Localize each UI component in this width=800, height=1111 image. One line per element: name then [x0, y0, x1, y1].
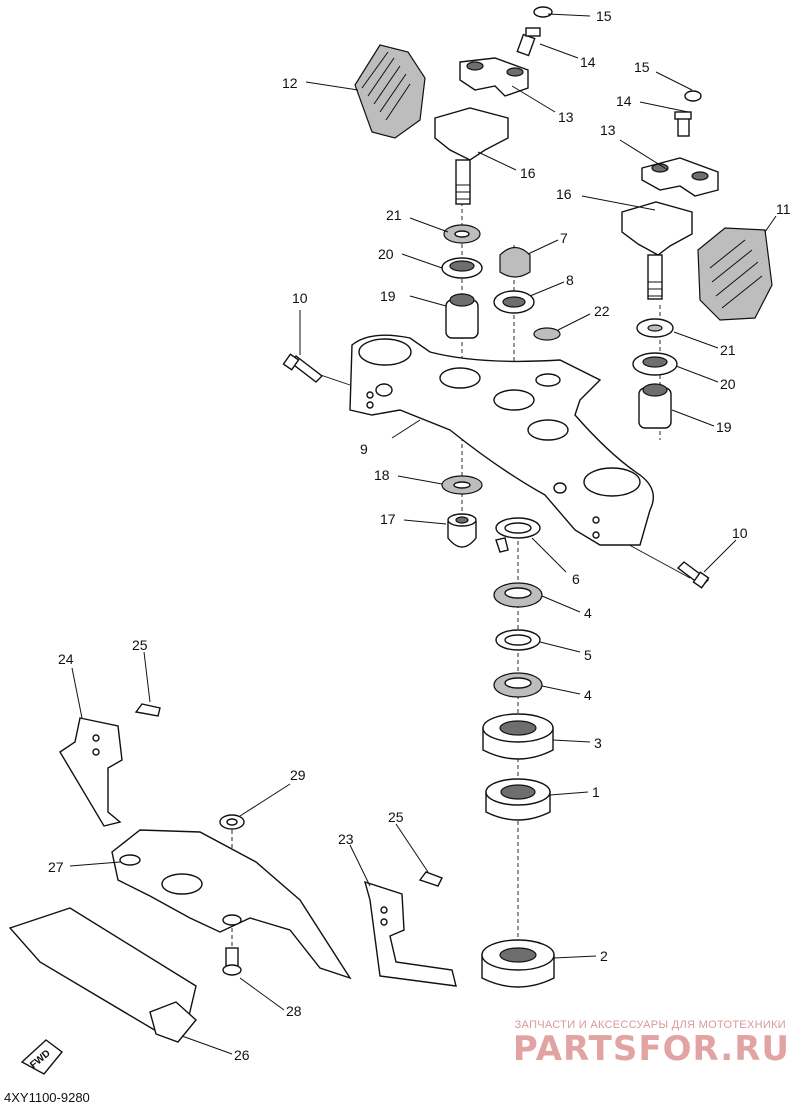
- bolt-28: [222, 947, 242, 976]
- bracket-24: [59, 717, 123, 827]
- washer-8: [493, 290, 535, 314]
- cap-15-left: [533, 6, 553, 18]
- callout-5: 5: [584, 647, 592, 663]
- washer-5: [495, 629, 541, 651]
- callout-4-lower: 4: [584, 687, 592, 703]
- watermark-tagline: ЗАПЧАСТИ И АКСЕССУАРЫ ДЛЯ МОТОТЕХНИКИ: [514, 1019, 786, 1031]
- callout-25-right: 25: [388, 809, 404, 825]
- callout-22: 22: [594, 303, 610, 319]
- cover-27: [111, 829, 352, 980]
- callout-19-left: 19: [380, 288, 396, 304]
- callout-13-right: 13: [600, 122, 616, 138]
- callout-19-right: 19: [716, 419, 732, 435]
- plug-22: [533, 327, 561, 341]
- bearing-1: [485, 778, 551, 821]
- callout-8: 8: [566, 272, 574, 288]
- cap-nut-17: [447, 513, 477, 548]
- callout-14-right: 14: [616, 93, 632, 109]
- callout-4-upper: 4: [584, 605, 592, 621]
- callout-28: 28: [286, 1003, 302, 1019]
- handlebar-cover-right: [697, 227, 773, 321]
- ring-nut-4-upper: [493, 582, 543, 608]
- bolt-25-right: [418, 871, 443, 887]
- bolt-10-left: [282, 353, 324, 383]
- callout-16-right: 16: [556, 186, 572, 202]
- handlebar-cover-left: [354, 44, 426, 139]
- bolt-10-right: [676, 561, 710, 589]
- washer-21-right: [636, 318, 674, 338]
- callout-18: 18: [374, 467, 390, 483]
- lock-washer-6: [495, 517, 541, 553]
- callout-6: 6: [572, 571, 580, 587]
- callout-20-left: 20: [378, 246, 394, 262]
- washer-20-left: [441, 257, 483, 279]
- leader-lines: [69, 13, 777, 1055]
- callout-26: 26: [234, 1047, 250, 1063]
- guard-26: [8, 907, 197, 1043]
- diagram-code: 4XY1100-9280: [4, 1090, 90, 1105]
- washer-21-left: [443, 224, 481, 244]
- callout-27: 27: [48, 859, 64, 875]
- callout-9: 9: [360, 441, 368, 457]
- bracket-23: [363, 880, 457, 987]
- washer-18: [441, 475, 483, 495]
- callout-24: 24: [58, 651, 74, 667]
- lower-holder-left: [434, 107, 509, 205]
- callout-20-right: 20: [720, 376, 736, 392]
- callout-23: 23: [338, 831, 354, 847]
- callout-15-left: 15: [596, 8, 612, 24]
- callout-13-left: 13: [558, 109, 574, 125]
- callout-10-right: 10: [732, 525, 748, 541]
- watermark-logo: PARTSFOR.RU: [512, 1029, 790, 1069]
- upper-holder-left: [459, 57, 529, 97]
- callout-2: 2: [600, 948, 608, 964]
- callout-14-left: 14: [580, 54, 596, 70]
- callout-29: 29: [290, 767, 306, 783]
- bolt-14-left: [516, 27, 541, 57]
- ring-nut-4-lower: [493, 672, 543, 698]
- callout-11: 11: [776, 201, 791, 217]
- bolt-25-left: [134, 703, 161, 717]
- bearing-2: [481, 939, 555, 988]
- callout-12: 12: [282, 75, 298, 91]
- upper-bracket-9: [349, 334, 654, 546]
- bolt-14-right: [674, 111, 692, 137]
- cap-15-right: [684, 90, 702, 102]
- callout-10-left: 10: [292, 290, 308, 306]
- bushing-19-left: [445, 293, 479, 339]
- callout-25-left: 25: [132, 637, 148, 653]
- callouts: 15 14 13 12 16 21 20 19 7 8 22 10 9 18 1…: [48, 8, 791, 1063]
- callout-16-left: 16: [520, 165, 536, 181]
- callout-15-right: 15: [634, 59, 650, 75]
- bearing-cover-3: [482, 713, 554, 760]
- cap-7: [499, 246, 531, 278]
- fwd-arrow: FWD: [20, 1039, 64, 1075]
- callout-1: 1: [592, 784, 600, 800]
- callout-21-left: 21: [386, 207, 402, 223]
- grommet-29: [219, 814, 245, 830]
- upper-holder-right: [641, 157, 719, 197]
- callout-7: 7: [560, 230, 568, 246]
- callout-3: 3: [594, 735, 602, 751]
- callout-17: 17: [380, 511, 396, 527]
- lower-holder-right: [621, 201, 693, 300]
- bushing-19-right: [638, 383, 672, 429]
- washer-20-right: [632, 352, 678, 376]
- callout-21-right: 21: [720, 342, 736, 358]
